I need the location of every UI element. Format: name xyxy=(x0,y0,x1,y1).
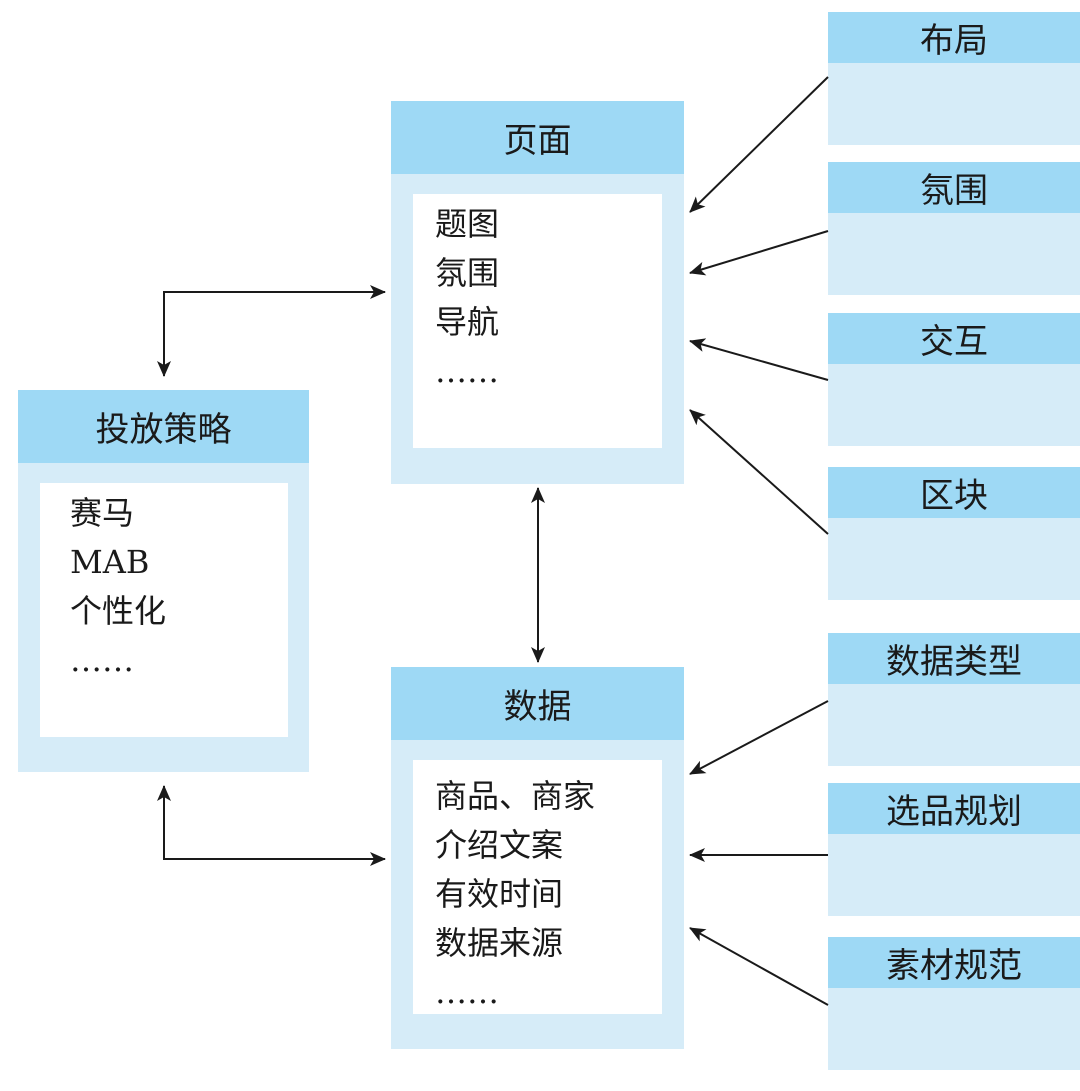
page-item: …… xyxy=(435,352,499,390)
strategy-content: 赛马 MAB 个性化 …… xyxy=(40,483,288,737)
factor-box-block: 区块 xyxy=(828,467,1080,600)
page-content: 题图 氛围 导航 …… xyxy=(413,194,662,448)
strategy-title: 投放策略 xyxy=(18,390,309,463)
strategy-item: …… xyxy=(70,641,134,679)
arrow-strategy-page xyxy=(157,285,386,377)
factor-box-selection-plan: 选品规划 xyxy=(828,783,1080,916)
factor-box-layout: 布局 xyxy=(828,12,1080,145)
arrow-atmosphere-page xyxy=(689,230,829,276)
page-item: 题图 xyxy=(435,205,500,243)
data-title: 数据 xyxy=(391,667,684,740)
arrow-block-page xyxy=(689,409,829,535)
factor-title: 选品规划 xyxy=(828,783,1080,834)
factor-title: 素材规范 xyxy=(828,937,1080,988)
page-title: 页面 xyxy=(391,101,684,174)
data-item: 商品、商家 xyxy=(435,777,596,815)
factor-box-data-type: 数据类型 xyxy=(828,633,1080,766)
factor-title: 交互 xyxy=(828,313,1080,364)
factor-title: 数据类型 xyxy=(828,633,1080,684)
strategy-item: MAB xyxy=(70,543,150,581)
arrow-interaction-page xyxy=(689,338,829,381)
data-item: 有效时间 xyxy=(435,875,564,913)
strategy-item: 赛马 xyxy=(70,494,135,532)
arrow-layout-page xyxy=(689,76,829,213)
page-item: 氛围 xyxy=(435,254,500,292)
factor-box-material-spec: 素材规范 xyxy=(828,937,1080,1070)
data-item: 数据来源 xyxy=(435,924,564,962)
factor-box-atmosphere: 氛围 xyxy=(828,162,1080,295)
data-content: 商品、商家 介绍文案 有效时间 数据来源 …… xyxy=(413,760,662,1014)
strategy-item: 个性化 xyxy=(70,592,167,630)
factor-title: 氛围 xyxy=(828,162,1080,213)
arrow-material-data xyxy=(689,927,829,1006)
factor-title: 区块 xyxy=(828,467,1080,518)
page-box: 页面 题图 氛围 导航 …… xyxy=(391,101,684,484)
factor-title: 布局 xyxy=(828,12,1080,63)
strategy-box: 投放策略 赛马 MAB 个性化 …… xyxy=(18,390,309,772)
factor-box-interaction: 交互 xyxy=(828,313,1080,446)
data-item: …… xyxy=(435,973,499,1011)
data-item: 介绍文案 xyxy=(435,826,564,864)
arrow-strategy-data xyxy=(157,785,386,866)
data-box: 数据 商品、商家 介绍文案 有效时间 数据来源 …… xyxy=(391,667,684,1049)
page-item: 导航 xyxy=(435,303,500,341)
arrow-datatype-data xyxy=(689,700,829,775)
